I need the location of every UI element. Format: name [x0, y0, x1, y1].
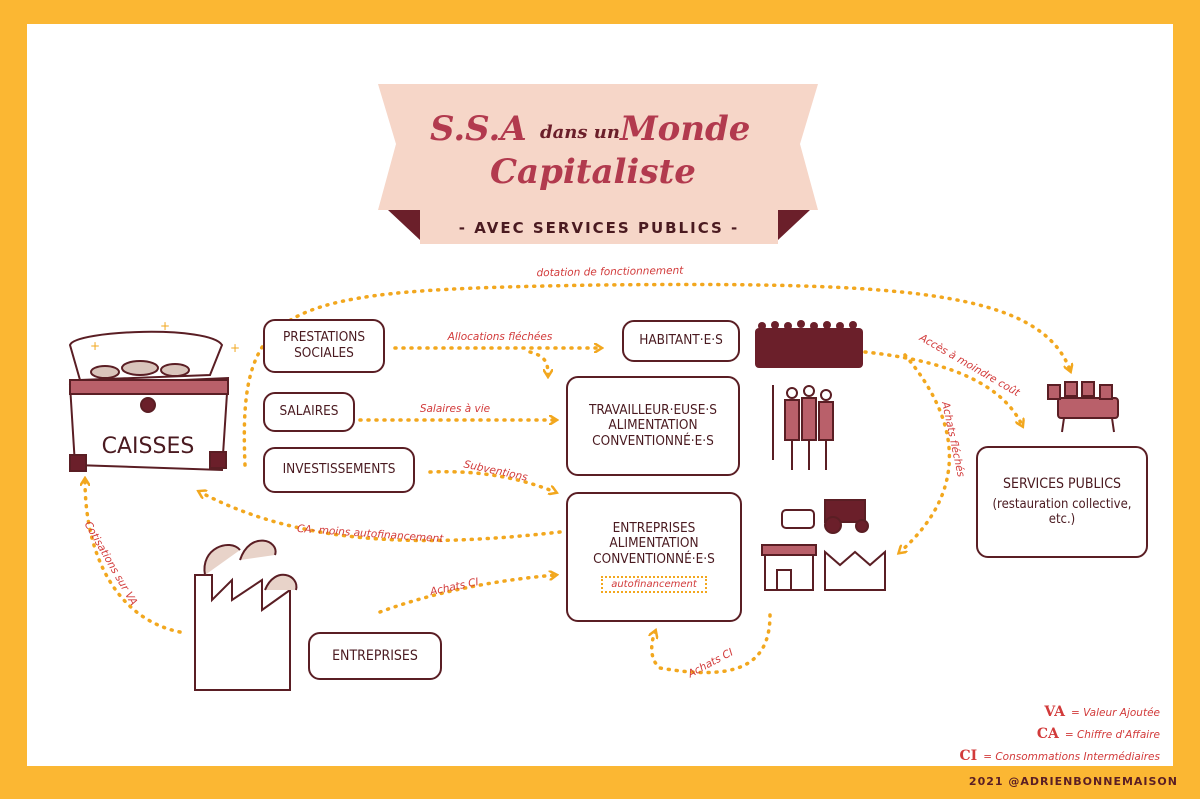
box-salaires: SALAIRES — [263, 392, 355, 432]
arrow-subventions — [428, 469, 555, 492]
services-sub-label: (restauration collective, etc.) — [992, 497, 1132, 528]
crowd-icon — [755, 320, 863, 368]
box-prestations-sociales: PRESTATIONS SOCIALES — [263, 319, 385, 373]
box-entreprises: ENTREPRISES — [308, 632, 442, 680]
box-travailleurs: TRAVAILLEUR·EUSE·S ALIMENTATION CONVENTI… — [566, 376, 740, 476]
box-services-publics: SERVICES PUBLICS (restauration collectiv… — [976, 446, 1148, 558]
arrow-allocations-branch — [528, 350, 548, 375]
label-dotation: dotation de fonctionnement — [536, 265, 684, 280]
box-habitants: HABITANT·E·S — [622, 320, 740, 362]
legend-ca-key: CA — [1036, 726, 1059, 742]
title-capitaliste: Capitaliste — [490, 152, 696, 192]
arrow-achats-flechees — [900, 353, 952, 552]
title-banner — [378, 84, 818, 244]
entreprises-alim-label: ENTREPRISES ALIMENTATION CONVENTIONNÉ·E·… — [593, 519, 715, 567]
arrow-achats-ci-1 — [378, 575, 555, 614]
box-investissements: INVESTISSEMENTS — [263, 447, 415, 493]
factory-icon — [194, 539, 298, 691]
farm-icon — [781, 499, 869, 534]
legend-ci-text: = Consommations Intermédiaires — [983, 751, 1160, 763]
legend-ci-key: CI — [959, 748, 978, 764]
title-dans-un: dans un — [540, 122, 620, 143]
label-salaires-vie: Salaires à vie — [420, 403, 490, 415]
legend-ca-text: = Chiffre d'Affaire — [1064, 729, 1160, 741]
sparkle-icon: + + + — [90, 319, 240, 355]
label-allocations: Allocations fléchées — [447, 331, 553, 343]
svg-text:+: + — [160, 319, 170, 333]
legend-ci: CI = Consommations Intermédiaires — [960, 748, 1160, 764]
title-ssa: S.S.A — [430, 109, 527, 149]
label-subventions: Subventions — [463, 458, 529, 483]
label-acces: Accès à moindre coût — [916, 331, 1022, 399]
autofinancement-tag: autofinancement — [601, 575, 707, 594]
title-monde: Monde — [619, 109, 750, 149]
svg-text:+: + — [230, 341, 240, 355]
legend-va-key: VA — [1044, 704, 1066, 720]
subtitle: - AVEC SERVICES PUBLICS - — [459, 219, 739, 237]
arrow-achats-ci-2 — [652, 613, 772, 675]
label-achats-ci-2: Achats CI — [685, 646, 735, 680]
label-cotisations: Cotisations sur VA — [82, 519, 140, 607]
chest-icon — [68, 330, 230, 472]
canteen-icon — [1047, 381, 1119, 433]
shop-icon — [761, 544, 817, 591]
credit: 2021 @ADRIENBONNEMAISON — [968, 775, 1178, 788]
legend-va: VA = Valeur Ajoutée — [1044, 704, 1160, 720]
caisses-label: CAISSES — [102, 434, 195, 459]
arrow-ca-moins — [200, 492, 562, 543]
legend-ca: CA = Chiffre d'Affaire — [1037, 726, 1160, 742]
label-achats-ci-1: Achats CI — [428, 576, 480, 598]
services-label: SERVICES PUBLICS — [1003, 476, 1121, 493]
label-ca-moins: CA- moins autofinancement — [297, 523, 445, 545]
arrow-cotisations — [85, 480, 182, 634]
legend-va-text: = Valeur Ajoutée — [1071, 707, 1160, 719]
svg-text:+: + — [90, 339, 100, 353]
workers-icon — [772, 385, 834, 470]
arrow-dotation — [242, 282, 1070, 467]
label-achats-flechees: Achats fléchés — [939, 400, 967, 479]
arrow-acces — [863, 350, 1022, 425]
factory-small-icon — [824, 549, 886, 591]
box-entreprises-alimentation: ENTREPRISES ALIMENTATION CONVENTIONNÉ·E·… — [566, 492, 742, 622]
